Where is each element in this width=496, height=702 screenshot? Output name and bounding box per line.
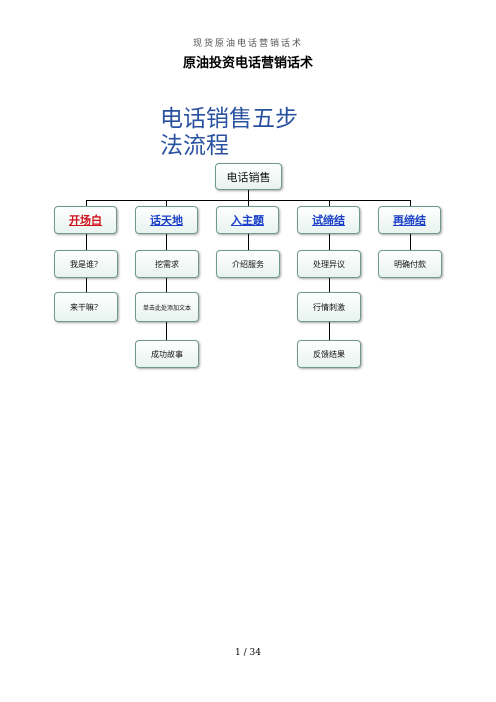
node-placeholder-text: 单击此处添加文本 bbox=[135, 292, 199, 322]
node-why-here: 来干嘛？ bbox=[54, 292, 118, 322]
document-title: 原油投资电话营销话术 bbox=[182, 56, 313, 71]
node-dig-needs: 挖需求 bbox=[135, 250, 199, 278]
node-market-stimulus: 行情刺激 bbox=[297, 292, 361, 322]
node-confirm-payment: 明确付款 bbox=[378, 250, 442, 278]
node-introduce-service: 介绍服务 bbox=[216, 250, 280, 278]
step-small-talk: 话天地 bbox=[135, 206, 198, 234]
node-success-story: 成功故事 bbox=[135, 340, 199, 368]
page-number: 1 / 34 bbox=[235, 648, 261, 658]
diagram-title-line-1: 电话销售五步 bbox=[160, 106, 298, 132]
step-re-close: 再缔结 bbox=[378, 206, 441, 234]
running-header: 现货原油电话营销话术 bbox=[192, 39, 303, 49]
node-who-am-i: 我是谁？ bbox=[54, 250, 118, 278]
diagram-title-line-2: 法流程 bbox=[160, 133, 229, 159]
diagram-title: 电话销售五步 法流程 bbox=[160, 106, 360, 160]
step-opening: 开场白 bbox=[54, 206, 117, 234]
root-node: 电话销售 bbox=[215, 163, 282, 190]
step-main-topic: 入主题 bbox=[216, 206, 279, 234]
node-handle-objections: 处理异议 bbox=[297, 250, 361, 278]
node-feedback-result: 反馈结果 bbox=[297, 340, 361, 368]
step-trial-close: 试缔结 bbox=[297, 206, 360, 234]
